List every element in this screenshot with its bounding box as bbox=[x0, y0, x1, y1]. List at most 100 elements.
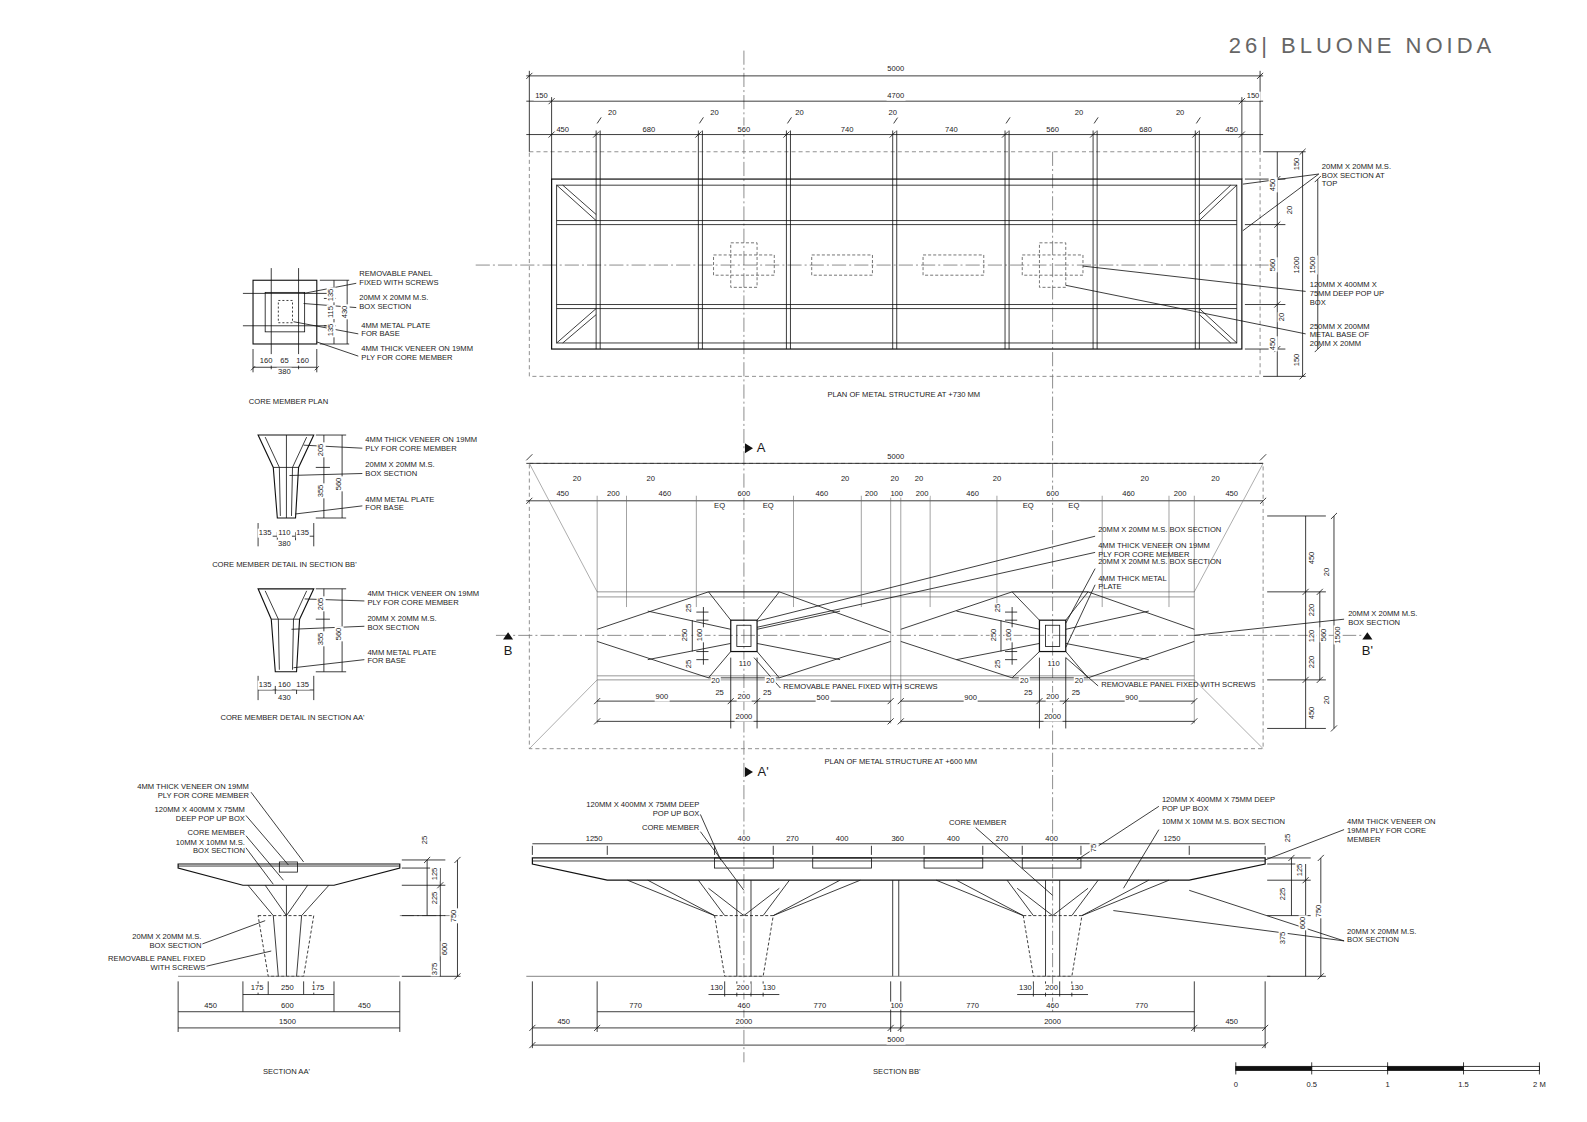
dimension-text: 740 bbox=[944, 125, 959, 134]
dimension-text: EQ bbox=[713, 502, 726, 511]
dimension-text: 200 bbox=[606, 489, 621, 498]
annotation-note: 4MM METAL PLATE FOR BASE bbox=[366, 649, 444, 666]
dimension-text: 355 bbox=[316, 483, 325, 498]
dimension-text: 160 bbox=[259, 357, 274, 366]
section-bb-part bbox=[715, 916, 774, 977]
plan-600-part bbox=[731, 620, 757, 651]
section-mark: B' bbox=[1361, 643, 1374, 658]
dimension-text: 160 bbox=[277, 681, 292, 690]
dimension-text: 135 bbox=[327, 288, 336, 303]
dimension-text: 200 bbox=[737, 693, 752, 702]
plan-600 bbox=[526, 454, 1344, 748]
dimension-text: 20 bbox=[1074, 109, 1084, 118]
dimension-text: 20 bbox=[572, 474, 582, 483]
dimension-text: 25 bbox=[685, 603, 694, 613]
dimension-text: 560 bbox=[335, 476, 344, 491]
dimension-text: 250 bbox=[280, 984, 295, 993]
dimension-text: 220 bbox=[1307, 654, 1316, 669]
dimension-text: 20 bbox=[889, 474, 899, 483]
dimension-text: 20 bbox=[1278, 311, 1287, 321]
view-title: CORE MEMBER DETAIL IN SECTION BB' bbox=[211, 560, 358, 569]
dimension-text: 450 bbox=[1224, 489, 1239, 498]
dimension-text: 450 bbox=[203, 1001, 218, 1010]
dimension-text: 2000 bbox=[1043, 1017, 1062, 1026]
dimension-text: 900 bbox=[655, 693, 670, 702]
dimension-text: 360 bbox=[890, 834, 905, 843]
plan-730-part bbox=[596, 179, 1199, 349]
center-line-part bbox=[496, 635, 1361, 636]
dimension-text: 25 bbox=[1071, 689, 1081, 698]
view-title: SECTION BB' bbox=[872, 1068, 921, 1077]
dimension-text: 900 bbox=[963, 694, 978, 703]
dimension-text: 560 bbox=[335, 627, 344, 642]
dimension-text: 160 bbox=[696, 628, 705, 643]
dimension-text: 160 bbox=[1005, 628, 1014, 643]
section-aa-part bbox=[248, 885, 329, 976]
plan-600-part bbox=[1267, 516, 1334, 728]
section-aa-part bbox=[402, 860, 461, 976]
section-aa-part bbox=[279, 862, 297, 872]
dimension-text: 20 bbox=[710, 677, 720, 686]
section-bb-part bbox=[526, 976, 1270, 977]
annotation-note: 4MM THICK VENEER ON 19MM PLY FOR CORE ME… bbox=[121, 783, 250, 800]
dimension-text: 150 bbox=[1246, 92, 1261, 101]
view-title: PLAN OF METAL STRUCTURE AT +730 MM bbox=[826, 390, 981, 399]
plan-600-part bbox=[526, 454, 1266, 504]
dimension-text: 65 bbox=[279, 357, 289, 366]
dimension-text: 380 bbox=[277, 368, 292, 377]
dimension-text: 0.5 bbox=[1305, 1080, 1318, 1089]
dimension-text: 25 bbox=[421, 834, 430, 844]
core-detail-aa bbox=[258, 589, 364, 700]
dimension-text: 130 bbox=[709, 984, 724, 993]
dimension-text: 355 bbox=[316, 632, 325, 647]
section-aa-part bbox=[258, 916, 314, 977]
core-detail-bb-part bbox=[265, 435, 306, 518]
dimension-text: 25 bbox=[714, 689, 724, 698]
dimension-text: 450 bbox=[357, 1001, 372, 1010]
dimension-text: 1 bbox=[1384, 1080, 1390, 1089]
section-bb-part bbox=[1288, 855, 1323, 979]
dimension-text: 2000 bbox=[734, 713, 753, 722]
annotation-note: 20MM X 20MM M.S. BOX SECTION bbox=[364, 461, 442, 478]
dimension-text: 600 bbox=[441, 942, 450, 957]
dimension-text: 130 bbox=[1018, 984, 1033, 993]
dimension-text: 205 bbox=[316, 443, 325, 458]
annotation-note: 10MM X 10MM M.S. BOX SECTION bbox=[158, 839, 246, 856]
dimension-text: 600 bbox=[1045, 489, 1060, 498]
plan-730-part bbox=[1260, 71, 1261, 152]
plan-730-part bbox=[552, 179, 1242, 349]
dimension-text: 110 bbox=[738, 659, 752, 668]
dimension-text: 100 bbox=[889, 1001, 904, 1010]
annotation-note: 120MM X 400MM X 75MM DEEP POP UP BOX bbox=[133, 806, 246, 823]
dimension-text: 20 bbox=[607, 109, 617, 118]
section-marker-symbol-part bbox=[503, 632, 513, 639]
view-title: SECTION AA' bbox=[262, 1068, 311, 1077]
drawing-lines bbox=[178, 51, 1539, 1075]
annotation-note: 4MM THICK VENEER ON 19MM PLY FOR CORE ME… bbox=[364, 436, 493, 453]
dimension-text: 450 bbox=[1307, 551, 1316, 566]
plan-730-part bbox=[596, 131, 1199, 180]
core-detail-aa-part bbox=[316, 589, 346, 672]
dimension-text: 20 bbox=[1139, 474, 1149, 483]
scale-bar-part bbox=[1464, 1066, 1540, 1070]
plan-600-part bbox=[526, 463, 1263, 500]
dimension-text: 130 bbox=[1070, 984, 1085, 993]
section-aa-part bbox=[178, 995, 400, 1028]
plan-600-part bbox=[594, 698, 1197, 724]
annotation-note: 20MM X 20MM M.S. BOX SECTION bbox=[366, 615, 444, 632]
dimension-text: EQ bbox=[1067, 502, 1080, 511]
annotation-note: 250MM X 200MM METAL BASE OF 20MM X 20MM bbox=[1309, 323, 1392, 349]
annotation-note: 120MM X 400MM X 75MM DEEP POP UP BOX bbox=[577, 801, 700, 818]
annotation-note: CORE MEMBER bbox=[143, 829, 246, 838]
dimension-text: 450 bbox=[555, 125, 570, 134]
dimension-text: 750 bbox=[1314, 903, 1323, 918]
dimension-text: 450 bbox=[1224, 125, 1239, 134]
dimension-text: 160 bbox=[295, 357, 310, 366]
section-bb-part bbox=[532, 995, 1265, 1046]
dimension-text: 20 bbox=[1019, 677, 1029, 686]
dimension-text: 600 bbox=[737, 489, 752, 498]
dimension-text: 500 bbox=[816, 694, 831, 703]
dimension-text: 25 bbox=[994, 658, 1003, 668]
core-detail-bb-part bbox=[258, 435, 314, 518]
dimension-text: 270 bbox=[785, 834, 800, 843]
